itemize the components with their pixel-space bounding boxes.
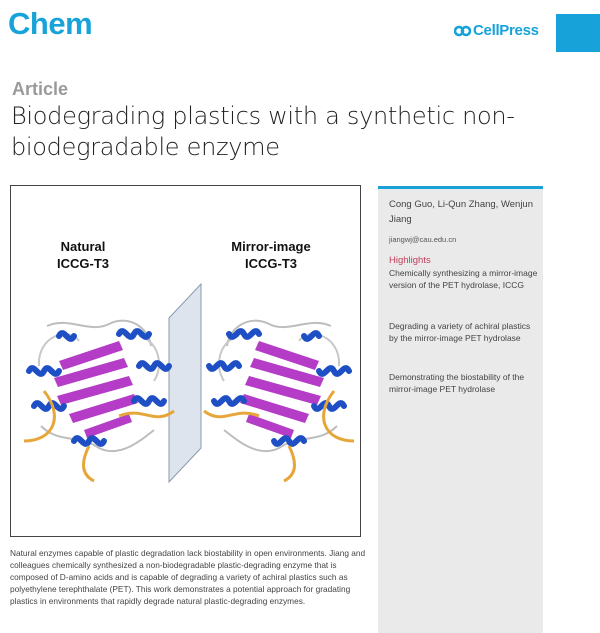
article-title: Biodegrading plastics with a synthetic n…: [11, 102, 515, 161]
enzyme-illustration: [23, 282, 355, 484]
mirror-plane: [168, 282, 202, 484]
highlight-item: Chemically synthesizing a mirror-image v…: [389, 268, 538, 290]
highlight-item: Degrading a variety of achiral plastics …: [389, 321, 531, 343]
corresponding-email[interactable]: jiangwj@cau.edu.cn: [389, 235, 457, 244]
highlight-item: Demonstrating the biostability of the mi…: [389, 372, 525, 394]
highlights-heading: Highlights: [389, 255, 431, 266]
article-type-label: Article: [12, 79, 69, 99]
natural-enzyme: [23, 319, 175, 483]
article-info-sidebar: [378, 186, 543, 633]
journal-logo: Chem: [8, 6, 93, 41]
corner-accent-block: [556, 14, 600, 52]
mirror-label-line2: ICCG-T3: [245, 256, 297, 271]
summary-text: Natural enzymes capable of plastic degra…: [10, 548, 366, 606]
mirror-label-line1: Mirror-image: [231, 239, 311, 254]
publisher-logo: CellPress: [453, 22, 539, 39]
publisher-name: CellPress: [473, 22, 539, 39]
authors: Cong Guo, Li-Qun Zhang, Wenjun Jiang: [389, 199, 533, 225]
cellpress-icon: [453, 25, 472, 37]
natural-label: Natural ICCG-T3: [33, 238, 133, 272]
natural-label-line1: Natural: [60, 239, 106, 254]
mirror-image-enzyme: [203, 319, 355, 483]
natural-label-line2: ICCG-T3: [57, 256, 109, 271]
mirror-label: Mirror-image ICCG-T3: [216, 238, 326, 272]
graphical-abstract: Natural ICCG-T3 Mirror-image ICCG-T3: [10, 185, 361, 537]
